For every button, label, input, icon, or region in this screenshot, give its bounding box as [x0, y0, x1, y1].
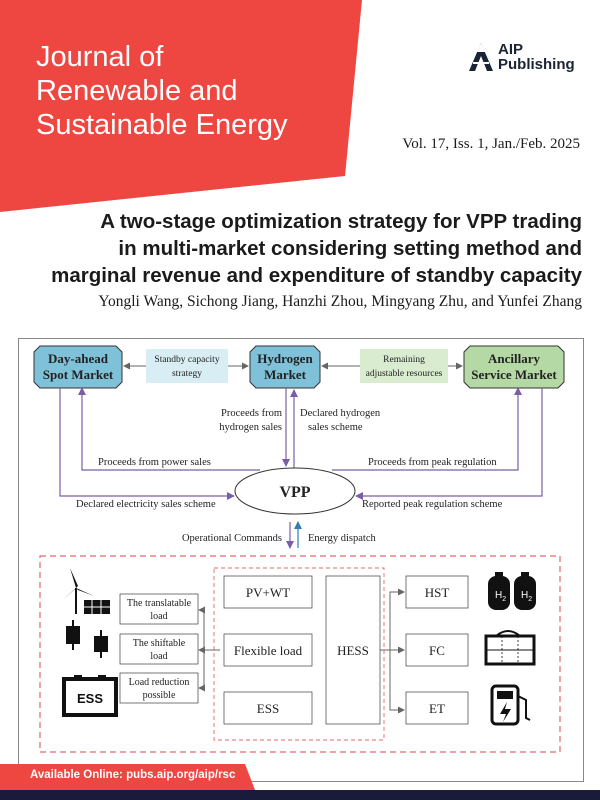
vpp-components-region	[39, 555, 561, 753]
hydrogen-tank-icon: H2 H2	[488, 572, 536, 610]
journal-title-line: Journal of	[36, 41, 164, 73]
remaining-resources-label: Remaining	[383, 355, 425, 365]
aip-logo-icon	[469, 43, 493, 71]
available-online-link[interactable]: Available Online: pubs.aip.org/aip/rsc	[30, 769, 236, 781]
remaining-resources-box	[360, 349, 448, 383]
shiftable-load-box	[119, 633, 199, 665]
standby-capacity-label: strategy	[172, 369, 202, 379]
standby-capacity-label: Standby capacity	[154, 355, 219, 365]
declared-hydrogen-label: sales scheme	[308, 422, 363, 433]
operational-commands-label: Operational Commands	[182, 533, 282, 544]
publisher-line: Publishing	[498, 56, 575, 73]
pv-wt-box	[223, 575, 313, 609]
footer-red-tab	[0, 764, 255, 790]
standby-capacity-box	[146, 349, 228, 383]
ancillary-market-box	[463, 345, 565, 389]
hydrogen-market-box	[249, 345, 321, 389]
hst-label: HST	[425, 585, 450, 600]
et-box	[405, 691, 469, 725]
load-reduction-label: Load reduction	[129, 677, 190, 688]
proceeds-hydrogen-label: Proceeds from	[221, 408, 282, 419]
publisher-name: AIP Publishing	[498, 42, 575, 72]
vpp-label: VPP	[279, 484, 310, 501]
ancillary-market-label: Service Market	[471, 367, 557, 382]
day-ahead-label: Day-ahead	[48, 351, 109, 366]
translatable-load-box	[119, 593, 199, 625]
declared-electricity-label: Declared electricity sales scheme	[76, 499, 216, 510]
proceeds-hydrogen-label: hydrogen sales	[219, 422, 282, 433]
load-shift-icon	[66, 620, 108, 658]
publisher-line: AIP	[498, 41, 524, 58]
hess-box	[325, 575, 381, 725]
translatable-load-label: load	[150, 611, 167, 622]
footer: Available Online: pubs.aip.org/aip/rsc	[0, 764, 600, 800]
article-title-line: in multi-market considering setting meth…	[118, 237, 582, 260]
ess-box	[223, 691, 313, 725]
journal-title-line: Renewable and	[36, 75, 238, 107]
h2-label: H2	[521, 590, 532, 603]
h2-label: H2	[495, 590, 506, 603]
author-list: Yongli Wang, Sichong Jiang, Hanzhi Zhou,…	[98, 293, 582, 310]
vpp-diagram: Day-ahead Spot Market Hydrogen Market An…	[33, 345, 565, 753]
journal-title-line: Sustainable Energy	[36, 109, 288, 141]
flexible-load-box	[223, 633, 313, 667]
fuel-cell-icon	[484, 630, 536, 666]
hydrogen-market-label: Market	[264, 367, 307, 382]
load-reduction-box	[119, 672, 199, 704]
hst-box	[405, 575, 469, 609]
translatable-load-label: The translatable	[127, 598, 192, 609]
declared-hydrogen-label: Declared hydrogen	[300, 408, 381, 419]
shiftable-load-label: The shiftable	[133, 638, 186, 649]
remaining-resources-label: adjustable resources	[366, 369, 443, 379]
proceeds-peak-label: Proceeds from peak regulation	[368, 457, 497, 468]
hess-label: HESS	[337, 643, 369, 658]
battery-storage-icon: ESS	[62, 675, 118, 717]
day-ahead-label: Spot Market	[43, 367, 114, 382]
energy-dispatch-label: Energy dispatch	[308, 533, 376, 544]
ev-charger-icon	[490, 684, 531, 726]
journal-title: Journal of Renewable and Sustainable Ene…	[36, 40, 356, 142]
pv-wt-label: PV+WT	[246, 585, 290, 600]
article-title: A two-stage optimization strategy for VP…	[2, 208, 582, 289]
load-reduction-label: possible	[143, 690, 176, 701]
ancillary-market-label: Ancillary	[488, 351, 540, 366]
shiftable-load-label: load	[150, 651, 167, 662]
footer-navy-bar	[0, 790, 600, 800]
publisher-logo: AIP Publishing	[468, 42, 588, 74]
article-title-line: A two-stage optimization strategy for VP…	[100, 210, 582, 233]
proceeds-power-label: Proceeds from power sales	[98, 457, 211, 468]
fc-label: FC	[429, 643, 445, 658]
wind-solar-icon	[62, 568, 110, 614]
reported-peak-label: Reported peak regulation scheme	[362, 499, 503, 510]
et-label: ET	[429, 701, 445, 716]
fc-box	[405, 633, 469, 667]
ess-label: ESS	[257, 701, 279, 716]
vpp-node	[234, 467, 356, 515]
flexible-load-label: Flexible load	[234, 643, 303, 658]
header-red-band	[0, 0, 362, 212]
issue-info: Vol. 17, Iss. 1, Jan./Feb. 2025	[402, 136, 580, 152]
resource-column-region	[213, 567, 385, 741]
day-ahead-market-box	[33, 345, 123, 389]
ess-icon-label: ESS	[77, 691, 103, 706]
hydrogen-market-label: Hydrogen	[257, 351, 313, 366]
article-title-line: marginal revenue and expenditure of stan…	[51, 264, 582, 287]
